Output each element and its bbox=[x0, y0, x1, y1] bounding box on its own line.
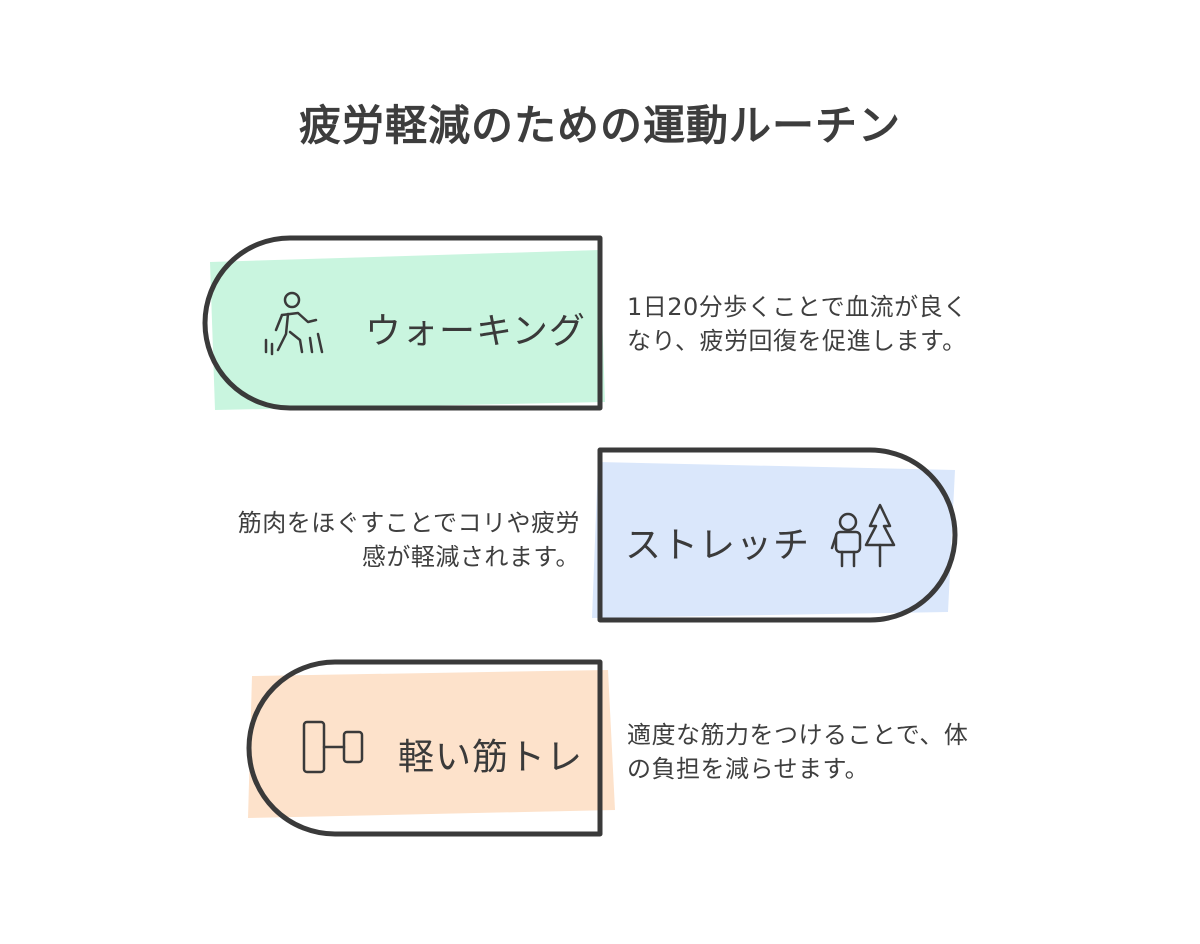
dumbbell-icon bbox=[302, 720, 364, 774]
item-label-walking: ウォーキング bbox=[365, 311, 586, 352]
item-label-stretch: ストレッチ bbox=[625, 525, 811, 566]
stretch-card bbox=[592, 447, 958, 623]
item-label-strength: 軽い筋トレ bbox=[398, 737, 584, 778]
item-description-walking: 1日20分歩くことで血流が良く なり、疲労回復を促進します。 bbox=[627, 293, 968, 355]
hiker-tree-icon bbox=[830, 503, 896, 568]
page-title: 疲労軽減のための運動ルーチン bbox=[298, 101, 901, 150]
item-description-stretch: 筋肉をほぐすことでコリや疲労 感が軽減されます。 bbox=[237, 509, 580, 571]
walking-person-icon bbox=[264, 291, 324, 356]
walking-card bbox=[202, 235, 605, 411]
item-description-strength: 適度な筋力をつけることで、体 の負担を減らせます。 bbox=[627, 721, 969, 783]
strength-card bbox=[246, 659, 615, 837]
